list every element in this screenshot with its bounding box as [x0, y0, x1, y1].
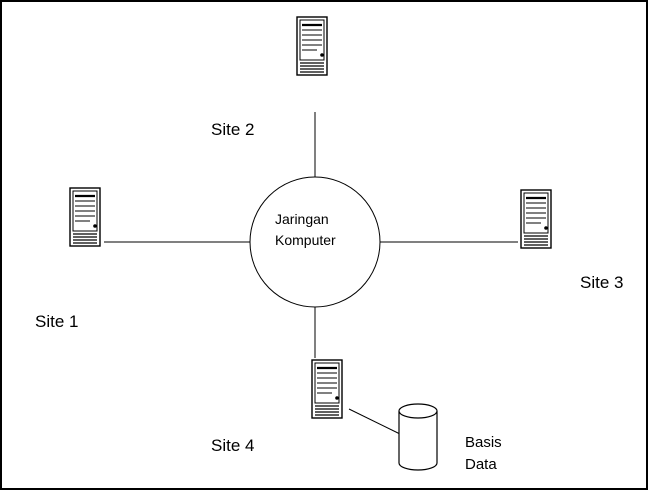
server-icon-site1: [68, 186, 102, 248]
hub-label-line1: Jaringan: [275, 211, 329, 227]
server-icon-site2: [295, 15, 329, 77]
link-database: [348, 408, 401, 435]
site2-label: Site 2: [211, 120, 254, 139]
network-hub: [249, 176, 381, 308]
site3-label: Site 3: [580, 273, 623, 292]
hub-label-line2: Komputer: [275, 232, 336, 248]
site1-label: Site 1: [35, 312, 78, 331]
server-icon-site3: [519, 188, 553, 250]
database-label-line2: Data: [465, 456, 497, 473]
database-cylinder-icon: [398, 403, 438, 471]
server-icon-site4: [310, 358, 344, 420]
site4-label: Site 4: [211, 436, 254, 455]
database-label-line1: Basis: [465, 434, 502, 451]
